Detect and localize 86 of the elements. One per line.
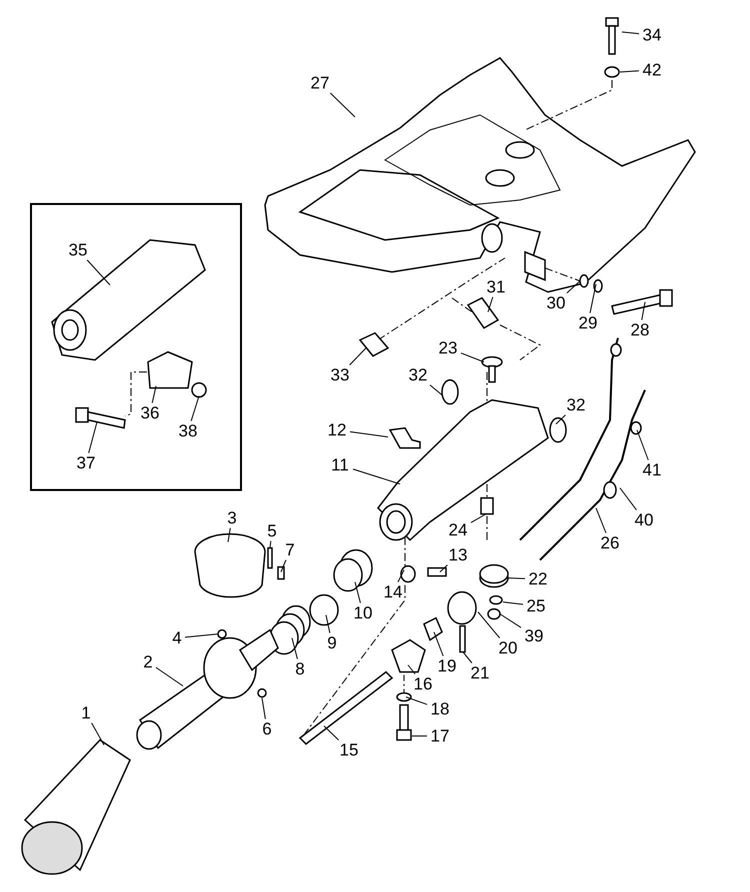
leader-line: [488, 296, 494, 312]
callout-number: 38: [178, 422, 198, 440]
callout-number: 22: [528, 570, 548, 588]
leader-line: [566, 280, 580, 294]
leader-line: [460, 352, 484, 362]
callout-number: 9: [327, 634, 337, 652]
callout-number: 4: [172, 630, 182, 646]
callout-number: 21: [470, 664, 490, 682]
callout-number: 24: [448, 522, 468, 538]
leader-line: [590, 284, 596, 314]
leader-line: [292, 638, 298, 660]
leader-line: [406, 696, 428, 705]
callout-number: 27: [310, 74, 330, 92]
callout-number: 30: [546, 294, 566, 312]
leader-line: [641, 302, 646, 320]
callout-number: 18: [430, 700, 450, 718]
callout-number: 32: [566, 396, 586, 414]
leader-line: [502, 602, 524, 605]
leader-line: [330, 92, 356, 118]
callout-number: 34: [642, 26, 662, 44]
callout-number: 23: [438, 340, 458, 356]
leader-line: [500, 614, 522, 628]
callout-number: 41: [642, 462, 662, 478]
leader-line: [430, 384, 442, 396]
callout-number: 14: [384, 584, 402, 600]
leader-line: [620, 70, 640, 72]
leader-line: [398, 570, 404, 582]
callout-number: 40: [634, 512, 654, 528]
leader-line: [190, 396, 200, 422]
leader-line: [622, 32, 640, 34]
leader-line: [434, 632, 444, 656]
callout-number: 31: [486, 278, 506, 296]
leader-line: [462, 652, 472, 664]
callout-number: 36: [140, 404, 160, 422]
leader-line: [270, 540, 272, 548]
callout-number: 25: [526, 598, 546, 614]
callout-number: 15: [340, 742, 358, 758]
leader-line: [152, 386, 156, 404]
callout-number: 16: [414, 676, 432, 692]
leader-line: [262, 698, 266, 720]
callout-number: 26: [600, 534, 620, 552]
leader-line: [354, 582, 361, 604]
callout-number: 1: [81, 704, 91, 722]
exploded-view-drawing: [21, 17, 696, 875]
leader-line: [352, 468, 400, 484]
callout-number: 20: [498, 640, 518, 656]
leader-line: [156, 666, 184, 686]
leader-line: [184, 634, 218, 638]
callout-number: 28: [630, 322, 650, 338]
leader-line: [228, 528, 231, 542]
leader-line: [470, 514, 486, 524]
callout-number: 7: [285, 542, 295, 558]
callout-number: 29: [578, 314, 598, 332]
callout-number: 42: [642, 62, 662, 78]
leader-line: [350, 431, 388, 438]
leader-line: [440, 564, 448, 572]
leader-line: [280, 560, 286, 572]
leader-line: [556, 414, 566, 424]
leader-line: [596, 508, 606, 534]
callout-number: 37: [76, 454, 96, 472]
callout-number: 33: [330, 366, 350, 384]
callout-number: 8: [295, 660, 305, 678]
callout-number: 12: [328, 422, 346, 438]
leader-line: [326, 614, 330, 634]
leader-line: [620, 488, 637, 510]
leader-line: [508, 578, 526, 580]
callout-number: 5: [267, 522, 277, 540]
callout-number: 10: [354, 604, 372, 622]
callout-number: 39: [524, 628, 544, 644]
callout-number: 32: [408, 366, 428, 384]
callout-number: 2: [143, 654, 153, 670]
callout-number: 3: [227, 510, 237, 526]
callout-number: 11: [331, 456, 349, 474]
leader-line: [86, 260, 110, 286]
callout-number: 6: [262, 720, 272, 738]
leader-line: [91, 722, 104, 746]
leader-line: [88, 422, 98, 454]
callout-number: 19: [438, 658, 456, 674]
leader-line: [478, 612, 500, 638]
callout-number: 13: [448, 546, 468, 564]
callout-number: 35: [68, 242, 88, 258]
leader-line: [636, 430, 649, 460]
leader-line: [324, 726, 340, 740]
leader-line: [408, 664, 416, 674]
callout-number: 17: [430, 728, 450, 744]
leader-line: [349, 348, 366, 366]
